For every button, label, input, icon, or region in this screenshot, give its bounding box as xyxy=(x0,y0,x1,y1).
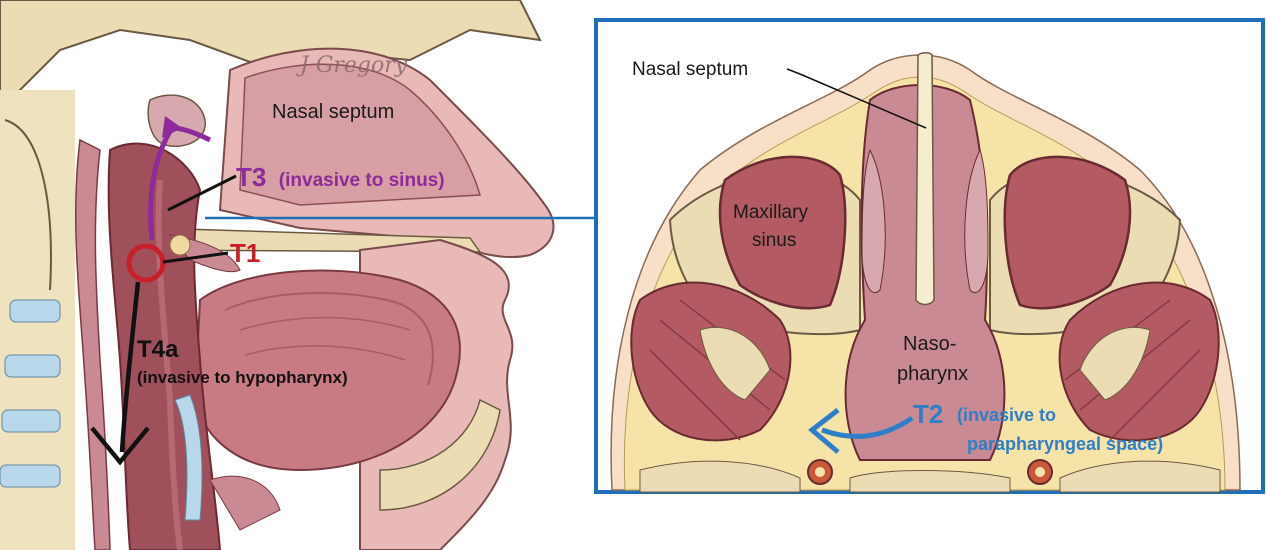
artist-signature: J Gregory xyxy=(296,53,408,78)
t4a-code: T4a xyxy=(137,336,179,363)
nasal-septum-label-coronal: Nasal septum xyxy=(632,59,748,80)
t3-note: (invasive to sinus) xyxy=(279,170,445,191)
maxillary-line1: Maxillary xyxy=(733,202,808,223)
coronal-septum xyxy=(916,53,934,305)
t2-note-line1: (invasive to xyxy=(957,405,1056,425)
t2-note-line2: parapharyngeal space) xyxy=(967,434,1163,454)
t1-label: T1 xyxy=(230,238,260,268)
naso-line2: pharynx xyxy=(897,363,968,385)
nasal-septum-label-sagittal: Nasal septum xyxy=(272,101,394,123)
naso-line1: Naso- xyxy=(903,333,956,355)
maxillary-line2: sinus xyxy=(752,230,796,251)
sagittal-illustration xyxy=(0,0,553,550)
t4a-note: (invasive to hypopharynx) xyxy=(137,368,348,387)
t3-code: T3 xyxy=(236,162,266,192)
t2-code: T2 xyxy=(913,399,943,429)
